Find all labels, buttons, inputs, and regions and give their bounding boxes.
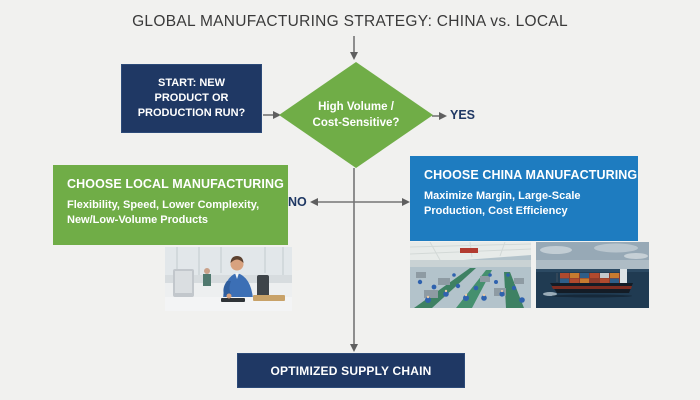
start-box-line: PRODUCTION RUN? — [137, 107, 246, 120]
arrow-left-icon — [310, 198, 318, 206]
local-manufacturing-box: CHOOSE LOCAL MANUFACTURING Flexibility, … — [53, 165, 288, 245]
factory-photo — [410, 242, 531, 308]
arrow-down-icon — [350, 344, 358, 352]
connector-decision-to-yes — [432, 112, 447, 120]
decision-diamond: High Volume / Cost-Sensitive? — [279, 62, 433, 168]
yes-label: YES — [450, 108, 476, 122]
result-box: OPTIMIZED SUPPLY CHAIN — [237, 353, 465, 388]
ship-photo — [536, 242, 649, 308]
decision-text: High Volume / Cost-Sensitive? — [312, 100, 400, 129]
arrow-down-icon — [350, 52, 358, 60]
connector-title-to-decision — [350, 36, 358, 60]
office-photo — [165, 247, 292, 311]
slide-title: GLOBAL MANUFACTURING STRATEGY: CHINA vs.… — [132, 13, 568, 30]
start-box-line: PRODUCT OR — [154, 91, 229, 104]
connector-no-branch — [310, 198, 410, 206]
diamond-shape — [279, 62, 433, 168]
local-box-title: CHOOSE LOCAL MANUFACTURING — [67, 177, 284, 191]
no-label: NO — [288, 195, 307, 209]
start-box-line: START: NEW — [157, 76, 225, 89]
local-box-subtitle: Flexibility, Speed, Lower Complexity, Ne… — [67, 199, 260, 226]
connector-decision-to-result — [350, 168, 358, 352]
arrow-right-icon — [439, 112, 447, 120]
arrow-right-icon — [402, 198, 410, 206]
china-box-title: CHOOSE CHINA MANUFACTURING — [424, 168, 638, 182]
china-manufacturing-box: CHOOSE CHINA MANUFACTURING Maximize Marg… — [410, 156, 638, 241]
start-box: START: NEW PRODUCT OR PRODUCTION RUN? — [121, 64, 262, 133]
china-box-subtitle: Maximize Margin, Large-Scale Production,… — [424, 190, 581, 217]
